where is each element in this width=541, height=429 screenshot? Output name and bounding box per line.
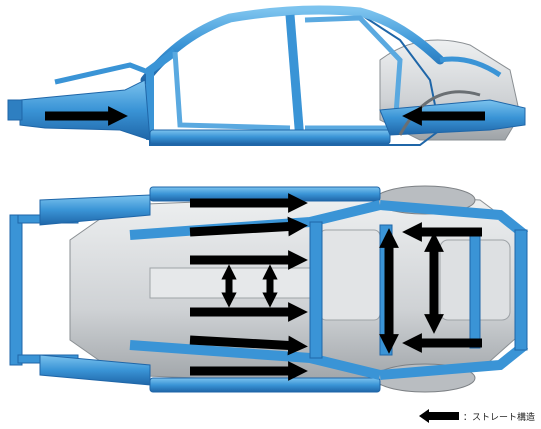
straight-arrow-icon	[418, 409, 459, 423]
underbody-arrows	[189, 193, 482, 381]
legend: ：ストレート構造	[418, 409, 535, 423]
straight-arrow-icon	[189, 216, 308, 237]
legend-label: ：ストレート構造	[462, 412, 535, 423]
straight-arrow-icon	[189, 335, 308, 356]
side-view-body	[7, 5, 526, 146]
